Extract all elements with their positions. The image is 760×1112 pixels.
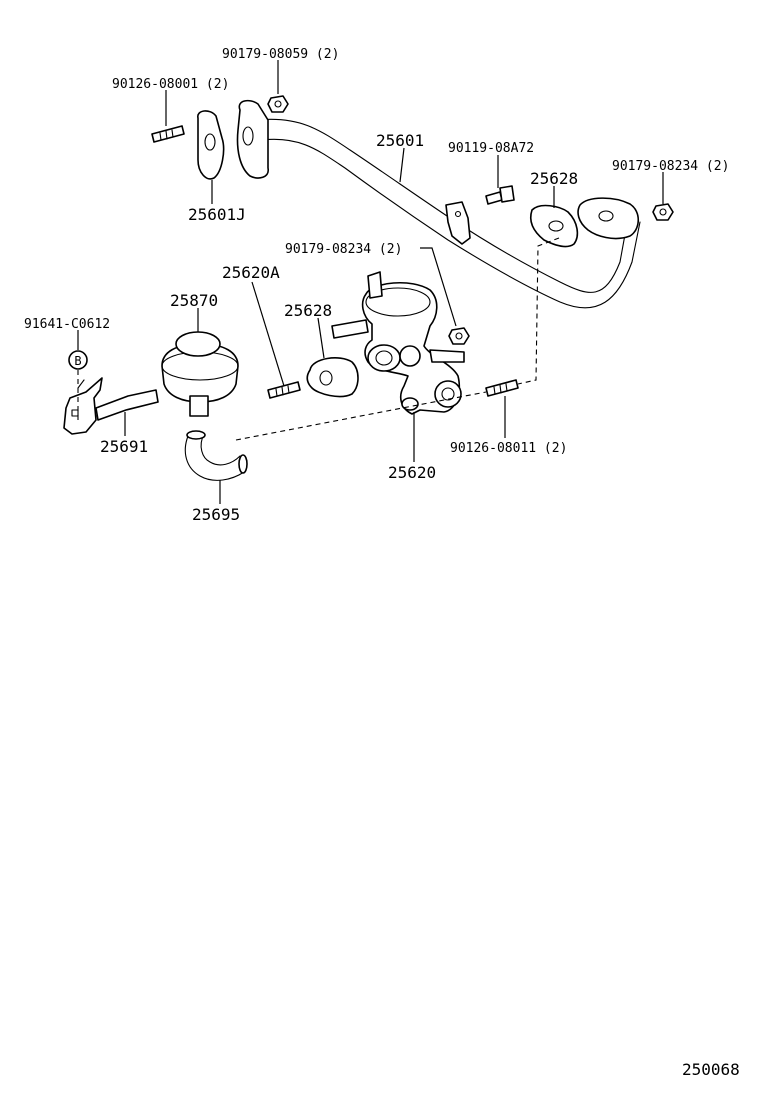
label-25601: 25601 <box>376 131 424 150</box>
gasket-25628-upper <box>529 204 579 248</box>
bracket-25691 <box>63 377 159 435</box>
label-25628-lower: 25628 <box>284 301 332 320</box>
catalog-code: 250068 <box>682 1060 740 1079</box>
label-90119-08a72: 90119-08A72 <box>448 141 534 156</box>
callout-b-text: B <box>74 354 81 368</box>
nut-90179-08234-mid <box>448 327 470 345</box>
label-90126-08001: 90126-08001 (2) <box>112 77 229 92</box>
gasket-25601j <box>197 110 225 180</box>
label-90126-08011: 90126-08011 (2) <box>450 441 567 456</box>
label-25620: 25620 <box>388 463 436 482</box>
dash-line-lower <box>235 391 487 441</box>
hose-25695 <box>184 430 248 481</box>
stud-25620a <box>267 381 301 399</box>
egr-valve-25620 <box>331 271 465 415</box>
vacuum-modulator-25870 <box>161 331 239 417</box>
label-25870: 25870 <box>170 291 218 310</box>
dash-line-upper <box>517 237 560 385</box>
bolt-90119-08a72 <box>485 185 515 205</box>
pipe-flange-right <box>577 197 640 240</box>
label-91641-c0612: 91641-C0612 <box>24 317 110 332</box>
label-25628-upper: 25628 <box>530 169 578 188</box>
egr-pipe-25601 <box>257 118 641 309</box>
label-90179-08234-right: 90179-08234 (2) <box>612 159 729 174</box>
stud-90126-08011 <box>485 379 519 397</box>
stud-90126-08001 <box>151 125 185 143</box>
label-25695: 25695 <box>192 505 240 524</box>
label-25620a: 25620A <box>222 263 280 282</box>
gasket-25628-lower <box>306 357 359 398</box>
label-90179-08234-mid: 90179-08234 (2) <box>285 242 402 257</box>
leader-lines <box>77 60 664 504</box>
nut-90179-08059 <box>267 95 289 113</box>
callout-b-badge: B <box>68 350 88 370</box>
nut-90179-08234-right <box>652 203 674 221</box>
pipe-flange-left <box>236 99 269 179</box>
label-25601j: 25601J <box>188 205 246 224</box>
label-90179-08059: 90179-08059 (2) <box>222 47 339 62</box>
label-25691: 25691 <box>100 437 148 456</box>
